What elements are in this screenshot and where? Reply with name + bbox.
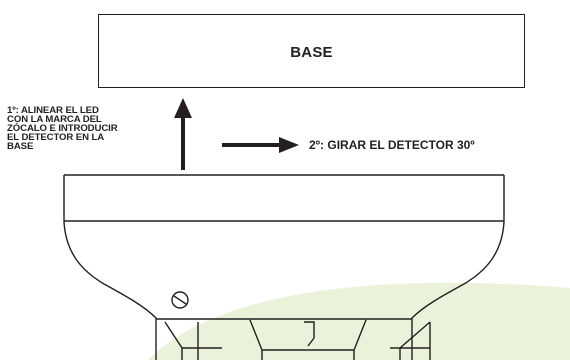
step1-instruction: 1º: ALINEAR EL LED CON LA MARCA DEL ZÓCA…: [7, 105, 118, 152]
brand-swoosh: [148, 282, 570, 360]
smoke-detector: [63, 174, 505, 360]
center-vent: [249, 319, 367, 360]
rotate-arrow: [222, 137, 299, 153]
left-vent: [164, 321, 222, 360]
led-indicator: [171, 291, 189, 309]
detector-housing: [63, 175, 505, 360]
base-label: BASE: [290, 44, 333, 61]
insert-arrow: [174, 98, 192, 170]
center-vent-mark: [304, 321, 315, 347]
step2-instruction: 2º: GIRAR EL DETECTOR 30º: [309, 138, 475, 152]
right-vent: [390, 321, 431, 360]
base-box: BASE: [98, 14, 525, 88]
